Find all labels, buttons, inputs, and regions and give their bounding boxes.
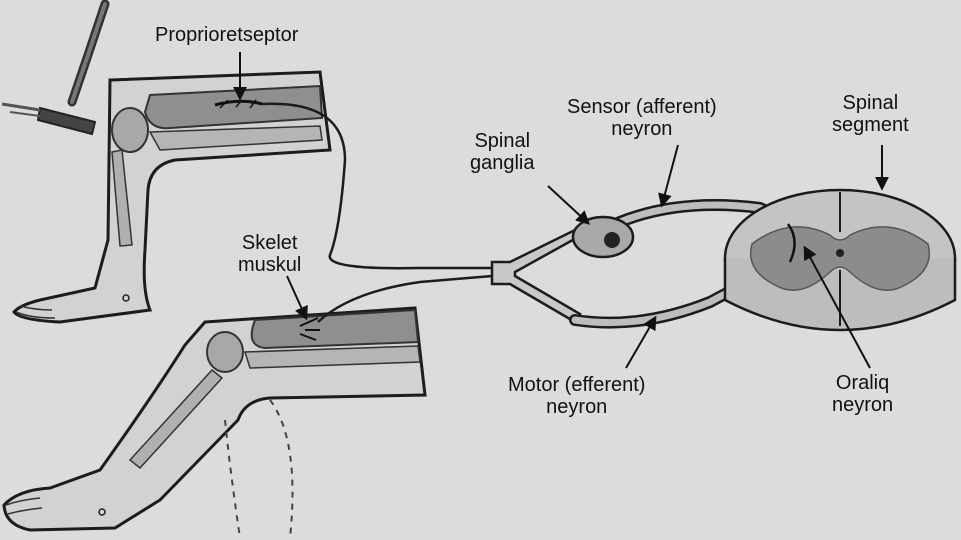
spinal-ganglion — [571, 215, 635, 259]
spinal-segment-line-1: Spinal — [842, 92, 899, 114]
sensory-neuron-line-2: neyron — [611, 118, 673, 140]
motor-neuron-label: Motor (efferent) neyron — [508, 374, 645, 418]
spinal-ganglia-label: Spinal ganglia — [470, 130, 535, 174]
skeletal-muscle-arrow — [286, 275, 308, 321]
spinal-ganglia-line-2: ganglia — [470, 152, 535, 174]
spinal-cord-segment — [723, 188, 957, 332]
sensory-neuron-line-1: Sensor (afferent) — [567, 96, 717, 118]
skeletal-muscle-label: Skelet muskul — [238, 232, 301, 276]
motor-neuron-arrow — [625, 315, 657, 369]
proprioreceptor-label: Proprioretseptor — [155, 24, 298, 46]
interneuron-label: Oraliq neyron — [832, 372, 893, 416]
sensory-neuron-arrow — [658, 144, 679, 208]
interneuron-line-1: Oraliq — [835, 372, 890, 394]
motor-neuron-line-2: neyron — [546, 396, 608, 418]
spinal-segment-label: Spinal segment — [832, 92, 909, 136]
spinal-ganglia-arrow — [547, 185, 591, 225]
lower-leg — [2, 306, 427, 539]
sensory-fiber-peripheral — [261, 102, 492, 270]
interneuron-arrow — [803, 245, 871, 369]
upper-leg — [12, 70, 332, 324]
proprioreceptor-text: Proprioretseptor — [155, 24, 299, 46]
reflex-hammer — [1, 0, 110, 136]
skeletal-muscle-line-2: muskul — [238, 254, 302, 276]
skeletal-muscle-line-1: Skelet — [241, 232, 298, 254]
interneuron-line-2: neyron — [832, 394, 894, 416]
sensory-neuron-label: Sensor (afferent) neyron — [567, 96, 717, 140]
spinal-ganglia-line-1: Spinal — [474, 130, 531, 152]
motor-fiber-peripheral — [317, 274, 493, 323]
motor-neuron-line-1: Motor (efferent) — [508, 374, 646, 396]
spinal-segment-line-2: segment — [832, 114, 909, 136]
